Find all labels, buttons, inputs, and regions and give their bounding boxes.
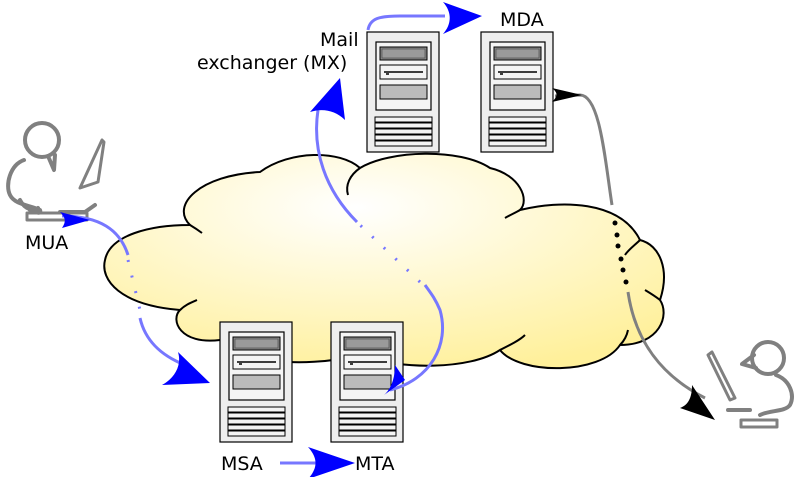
arrowhead — [552, 88, 582, 102]
mua-label: MUA — [25, 232, 69, 254]
mx-label-line1: Mail — [320, 29, 359, 51]
edge-mta-mx — [310, 78, 445, 395]
mta-label: MTA — [355, 453, 395, 475]
mta-server-icon — [330, 321, 404, 443]
mda-label: MDA — [500, 9, 544, 31]
edge-mx-mda — [366, 2, 482, 34]
mda-server-icon — [480, 31, 554, 153]
arrowhead — [162, 352, 210, 385]
arrowhead — [310, 78, 345, 120]
mua-user-icon — [6, 121, 106, 222]
mx-server-icon — [366, 31, 440, 153]
edge-msa-mta — [280, 447, 355, 477]
mx-label-line2: exchanger (MX) — [197, 52, 348, 74]
msa-server-icon — [219, 321, 293, 443]
arrowhead — [384, 365, 405, 395]
edge-mua-msa — [60, 212, 210, 385]
arrowhead — [680, 385, 715, 420]
recipient-user-icon — [706, 340, 794, 429]
arrowhead — [60, 212, 90, 228]
arrowhead — [308, 447, 355, 477]
arrowhead — [443, 2, 482, 34]
msa-label: MSA — [221, 453, 263, 475]
edge-mda-recipient — [552, 88, 715, 420]
